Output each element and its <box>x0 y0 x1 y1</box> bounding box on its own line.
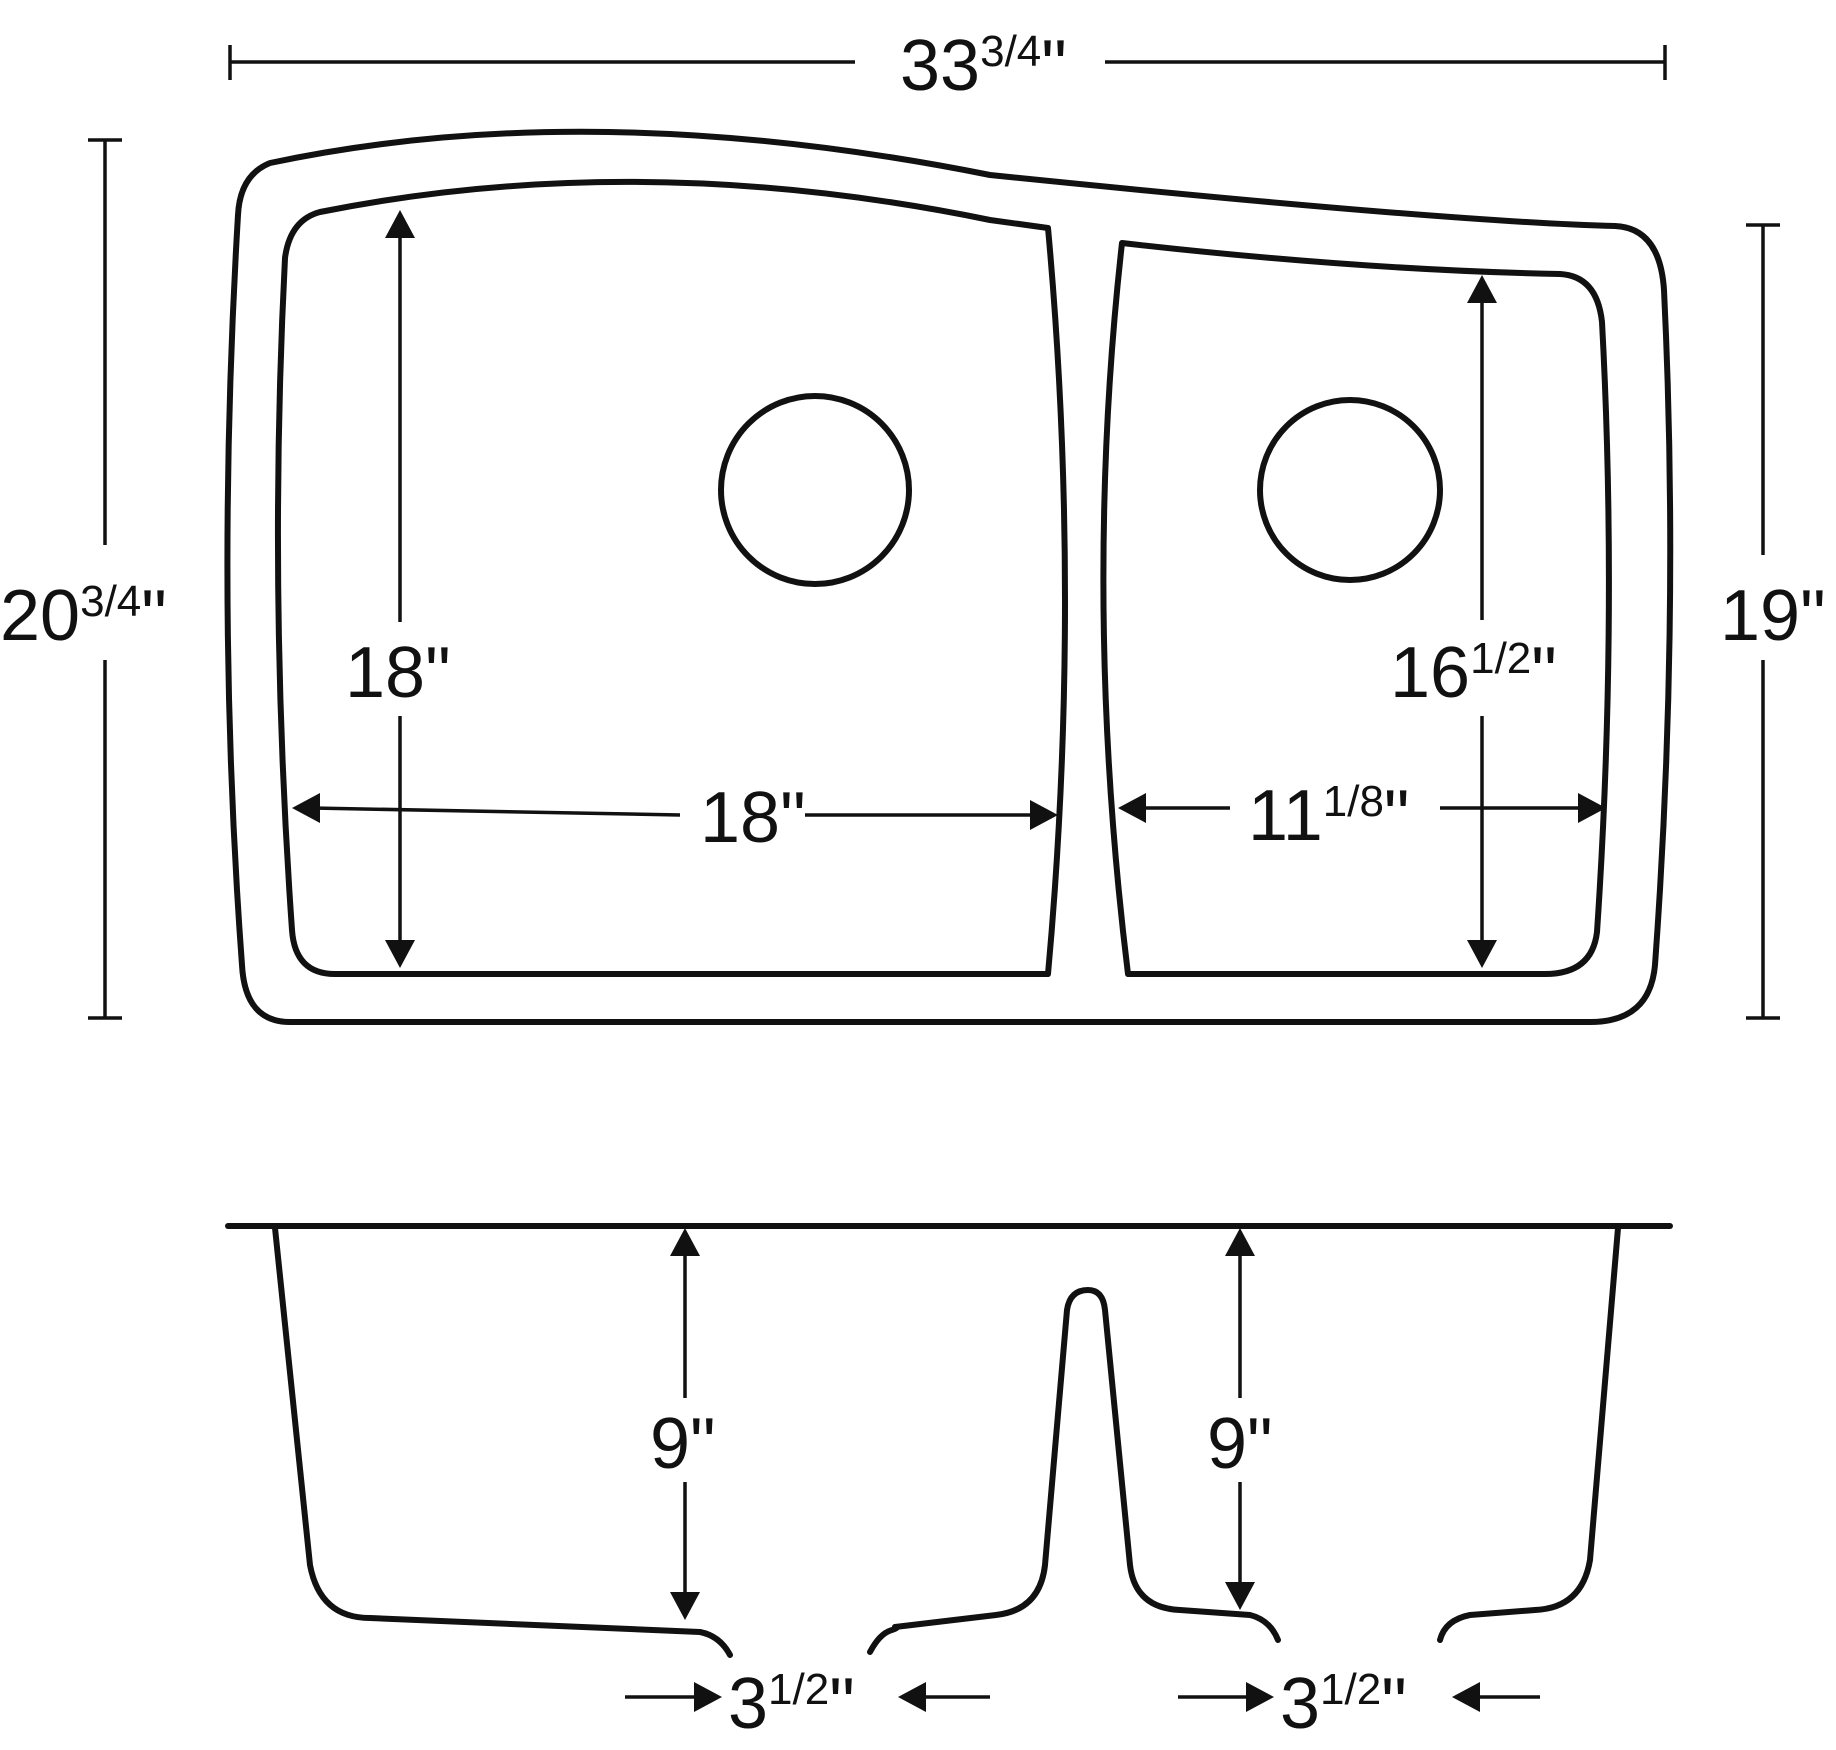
left-depth-label: 9" <box>650 1404 716 1484</box>
right-bowl-profile <box>1437 1225 1621 1643</box>
right-depth-label: 19" <box>1720 576 1826 656</box>
right-bowl-width-dimension <box>1118 793 1606 823</box>
right-depth-dimension <box>1225 1228 1255 1610</box>
overall-depth-label: 203/4" <box>0 576 167 656</box>
left-bowl-length-dimension <box>385 210 415 968</box>
right-bowl-length-label: 161/2" <box>1390 633 1557 713</box>
sink-outer-rim <box>224 128 1674 1025</box>
overall-depth-dimension-line <box>88 138 122 1020</box>
left-bowl-drain-edge <box>867 1624 900 1655</box>
left-drain-offset-label: 31/2" <box>728 1664 855 1744</box>
right-bowl-outline <box>1100 240 1612 977</box>
left-depth-dimension <box>670 1228 700 1620</box>
overall-width-label: 333/4" <box>900 26 1067 106</box>
right-drain-offset-label: 31/2" <box>1280 1664 1407 1744</box>
left-bowl-length-label: 18" <box>345 633 451 713</box>
right-bowl-width-label: 111/8" <box>1248 776 1409 856</box>
top-view: 333/4" 203/4" 19" <box>0 26 1826 1025</box>
right-bowl-length-dimension <box>1467 275 1497 968</box>
side-view: 9" 9" 31/2" 31/2" <box>225 1223 1673 1744</box>
overall-width-dimension-line <box>228 45 1667 80</box>
right-depth-label: 9" <box>1207 1404 1273 1484</box>
left-drain <box>718 393 912 587</box>
right-depth-dimension-line <box>1746 223 1780 1020</box>
center-divider-left-profile <box>892 1287 1281 1643</box>
right-drain-offset-dimension <box>1178 1682 1540 1712</box>
left-bowl-width-dimension <box>292 793 1058 830</box>
left-drain-offset-dimension <box>625 1682 990 1712</box>
left-bowl-width-label: 18" <box>700 778 806 858</box>
left-bowl-profile <box>272 1225 733 1658</box>
right-drain <box>1257 397 1443 583</box>
left-bowl-outline <box>274 178 1068 977</box>
